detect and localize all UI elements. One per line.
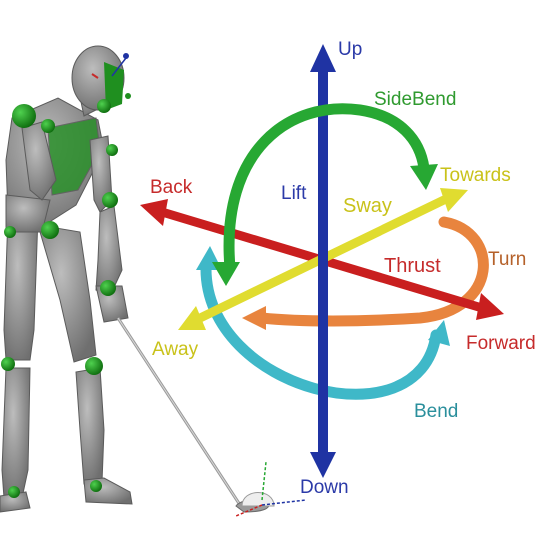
turn-arc: [242, 216, 489, 330]
label-sway: Sway: [343, 195, 392, 217]
label-towards: Towards: [440, 165, 511, 186]
head: [71, 45, 131, 117]
label-up: Up: [338, 39, 363, 60]
label-bend: Bend: [414, 401, 459, 422]
label-forward: Forward: [466, 333, 536, 354]
up-down-axis: [310, 44, 336, 478]
label-turn: Turn: [488, 249, 527, 270]
label-down: Down: [300, 477, 349, 498]
right-leg: [37, 224, 133, 505]
label-back: Back: [150, 177, 193, 198]
side-bend-arc: [212, 103, 438, 286]
label-thrust: Thrust: [384, 255, 441, 277]
label-side-bend: SideBend: [374, 89, 457, 110]
golf-ball: [235, 461, 307, 517]
joints: [1, 99, 118, 498]
label-away: Away: [152, 339, 199, 360]
golfer-mannequin: [0, 45, 307, 517]
left-leg: [0, 214, 39, 513]
label-lift: Lift: [281, 183, 307, 204]
